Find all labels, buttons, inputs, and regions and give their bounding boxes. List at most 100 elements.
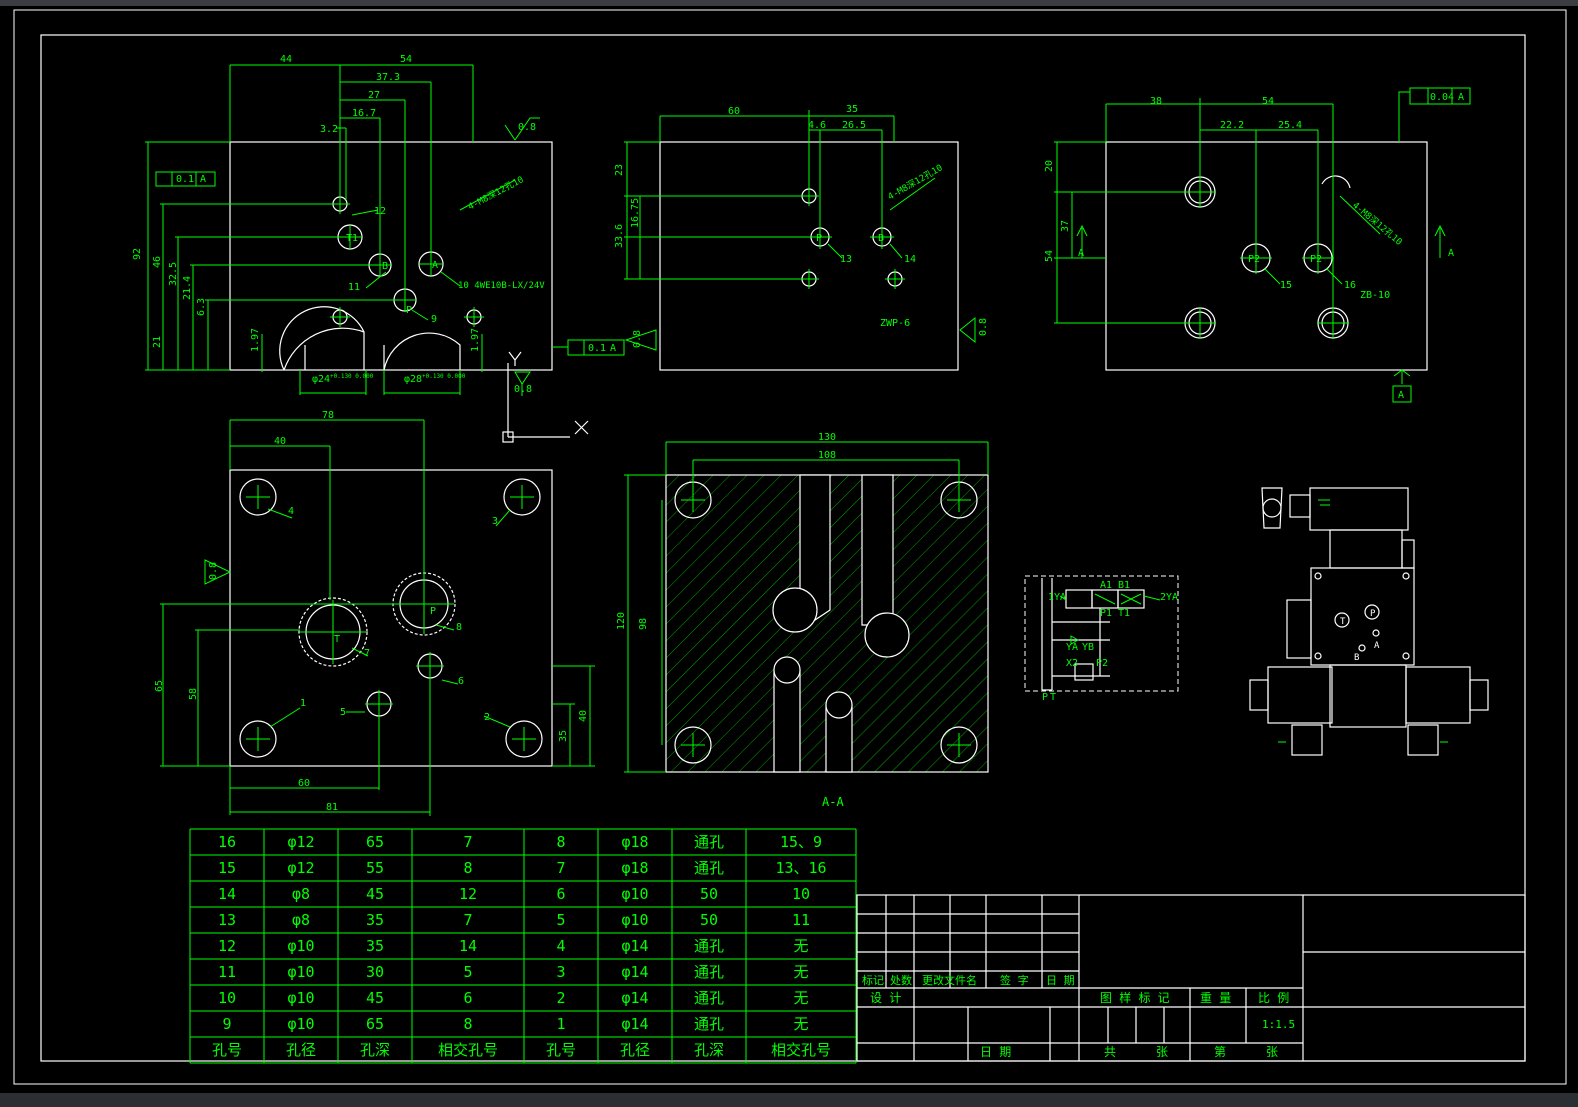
v1-dim-3: 27 bbox=[368, 90, 380, 101]
tb-design: 设 计 bbox=[870, 991, 901, 1005]
v2-dim-6: 33.6 bbox=[614, 224, 625, 248]
sch-label-P: P bbox=[1042, 692, 1048, 703]
v3-dim-4: 20 bbox=[1044, 160, 1055, 172]
hole-table-header-cell: 相交孔号 bbox=[438, 1041, 498, 1059]
hole-table-cell: φ14 bbox=[621, 937, 648, 955]
hole-table-cell: 45 bbox=[366, 989, 384, 1007]
hole-table-cell: φ8 bbox=[292, 885, 310, 903]
v1-surface: 0.8 bbox=[518, 122, 536, 133]
v3-dim-2: 22.2 bbox=[1220, 120, 1244, 131]
section-label: A-A bbox=[822, 795, 844, 809]
sec-dim-0: 130 bbox=[818, 432, 836, 443]
v2-balloon-13: 13 bbox=[840, 254, 852, 265]
tb-sheet-unit: 张 bbox=[1156, 1045, 1168, 1059]
v2-dim-4: 23 bbox=[614, 164, 625, 176]
v2-dim-5: 16.75 bbox=[630, 198, 641, 228]
v4-hole-T: T bbox=[334, 634, 340, 645]
view1-outline bbox=[229, 141, 553, 371]
v4-dim-1: 40 bbox=[274, 436, 286, 447]
hole-table-header-cell: 相交孔号 bbox=[771, 1041, 831, 1059]
v4-balloon-5: 5 bbox=[340, 707, 346, 718]
hole-table-cell: 无 bbox=[793, 1015, 808, 1033]
v1-balloon-9: 9 bbox=[431, 314, 437, 325]
tb-scale-value: 1:1.5 bbox=[1262, 1018, 1295, 1031]
drawing-frame bbox=[40, 34, 1526, 1062]
hole-table-cell: φ10 bbox=[287, 989, 314, 1007]
valve-label-B: B bbox=[1354, 653, 1359, 663]
sch-label-B1: B1 bbox=[1118, 580, 1130, 591]
hydraulic-schematic: A1 B1 P1 T1 YA YB X2 P2 P T 1YA 2YA bbox=[1024, 575, 1179, 703]
hole-table-cell: φ10 bbox=[287, 963, 314, 981]
v1-dim-12: 1.97 bbox=[250, 328, 261, 352]
hole-table-cell: φ14 bbox=[621, 963, 648, 981]
v4-dim-3: 58 bbox=[188, 688, 199, 700]
v4-dim-2: 65 bbox=[154, 680, 165, 692]
v3-dim-1: 54 bbox=[1262, 96, 1274, 107]
hole-table-cell: 8 bbox=[463, 859, 472, 877]
hole-table-cell: 通孔 bbox=[694, 937, 724, 955]
hole-table-cell: φ10 bbox=[287, 1015, 314, 1033]
v1-valve-note: 10 4WE10B-LX/24V bbox=[458, 281, 545, 291]
v3-balloon-16: 16 bbox=[1344, 280, 1356, 291]
v3-dim-3: 25.4 bbox=[1278, 120, 1302, 131]
hole-table-header-cell: 孔径 bbox=[620, 1041, 650, 1059]
v1-dim-0: 44 bbox=[280, 54, 292, 65]
tb-rev-sign: 签 字 bbox=[1000, 973, 1029, 987]
v2-part: ZWP-6 bbox=[880, 318, 910, 329]
hole-table-cell: 1 bbox=[556, 1015, 565, 1033]
v1-dim-6: 92 bbox=[132, 248, 143, 260]
hole-table-cell: 65 bbox=[366, 1015, 384, 1033]
v3-part: ZB-10 bbox=[1360, 290, 1390, 301]
v3-tol-ref: A bbox=[1458, 92, 1464, 103]
v1-dim-13: 1.97 bbox=[470, 328, 481, 352]
section-a-a: 130 108 120 98 A-A bbox=[616, 432, 989, 809]
hole-table-cell: φ12 bbox=[287, 859, 314, 877]
hole-table-cell: 35 bbox=[366, 937, 384, 955]
tb-rev-count: 处数 bbox=[890, 974, 912, 987]
v3-tap-note: 4-M8深12孔10 bbox=[1350, 200, 1404, 248]
hole-table-cell: 14 bbox=[459, 937, 477, 955]
sch-label-YB: YB bbox=[1082, 642, 1094, 653]
hole-table-cell: 无 bbox=[793, 937, 808, 955]
v3-dim-6: 54 bbox=[1044, 250, 1055, 262]
v1-tol2-ref: A bbox=[610, 343, 616, 354]
hole-table-cell: 15 bbox=[218, 859, 236, 877]
hole-table-cell: 无 bbox=[793, 963, 808, 981]
v4-dim-5: 81 bbox=[326, 802, 338, 813]
outer-sheet-border bbox=[13, 9, 1567, 1085]
hole-table-cell: 65 bbox=[366, 833, 384, 851]
hole-table-cell: 11 bbox=[218, 963, 236, 981]
hole-table-cell: 14 bbox=[218, 885, 236, 903]
sec-dim-2: 120 bbox=[616, 612, 627, 630]
hole-table-cell: φ14 bbox=[621, 1015, 648, 1033]
v3-datum: A bbox=[1398, 390, 1404, 401]
v1-dim-4: 16.7 bbox=[352, 108, 376, 119]
hole-table-cell: 7 bbox=[463, 911, 472, 929]
hole-table-cell: φ12 bbox=[287, 833, 314, 851]
v1-hole-T1: T1 bbox=[346, 233, 358, 244]
v2-tap-note: 4-M8深12孔10 bbox=[886, 162, 945, 202]
v1-balloon-12: 12 bbox=[374, 206, 386, 217]
hole-table-cell: 12 bbox=[459, 885, 477, 903]
hole-table-cell: 7 bbox=[556, 859, 565, 877]
sec-dim-1: 108 bbox=[818, 450, 836, 461]
v2-dim-0: 60 bbox=[728, 106, 740, 117]
v1-tol1: 0.1 bbox=[176, 174, 194, 185]
v2-surface: 0.8 bbox=[632, 330, 643, 348]
hole-table-cell: 6 bbox=[463, 989, 472, 1007]
tb-weight: 重 量 bbox=[1200, 991, 1231, 1005]
valve-label-A: A bbox=[1374, 641, 1380, 651]
hole-table-header-cell: 孔号 bbox=[546, 1041, 576, 1059]
tb-date: 日 期 bbox=[980, 1045, 1011, 1059]
sch-label-A1: A1 bbox=[1100, 580, 1112, 591]
hole-table-cell: 通孔 bbox=[694, 963, 724, 981]
hole-table-cell: 通孔 bbox=[694, 989, 724, 1007]
sch-label-P2: P2 bbox=[1096, 658, 1108, 669]
v1-balloon-11: 11 bbox=[348, 282, 360, 293]
hole-table-cell: 10 bbox=[792, 885, 810, 903]
v3-section-left: A bbox=[1078, 248, 1084, 259]
v1-hole-A: A bbox=[432, 260, 438, 271]
